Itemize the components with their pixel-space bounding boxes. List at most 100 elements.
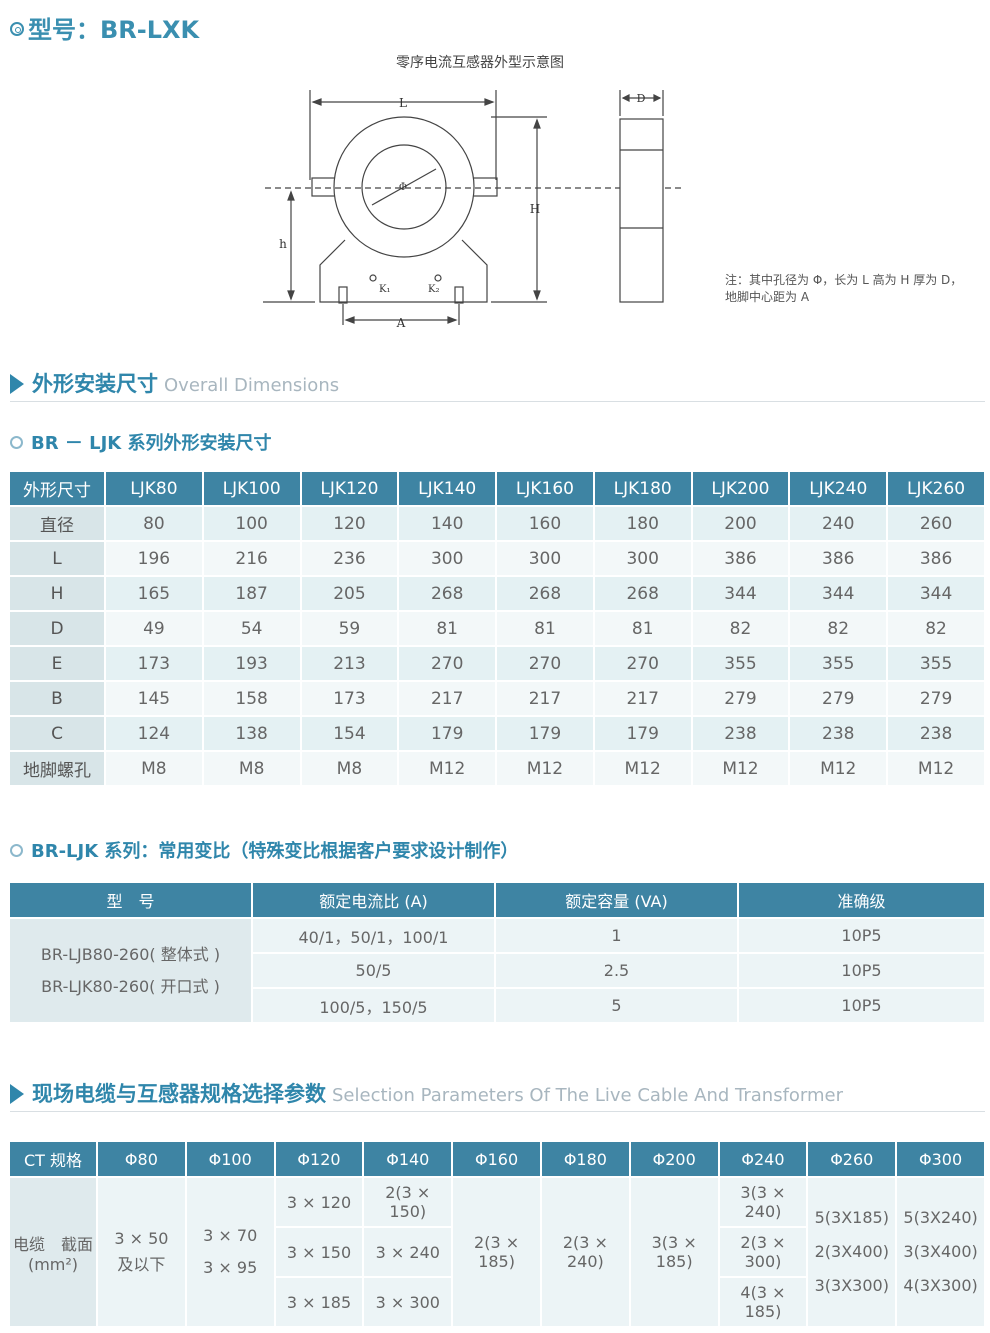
sub-heading-text: BR-LJK 系列：常用变比（特殊变比根据客户要求设计制作）: [31, 841, 519, 862]
base-plate: [319, 239, 488, 303]
table-cell: 80: [106, 507, 202, 540]
header-cell: Φ260: [808, 1142, 896, 1176]
model-name: BR-LJB80-260( 整体式 ): [40, 944, 221, 964]
section-title-cn: 外形安装尺寸: [32, 372, 158, 396]
table-cell: 2(3 × 300): [719, 1228, 807, 1276]
table-cell: 236: [301, 542, 398, 575]
row-header-cell: E: [10, 647, 104, 680]
circle-bullet-icon: [10, 436, 23, 449]
table-cell: 10P5: [739, 954, 984, 987]
row-header-cell: H: [10, 577, 104, 610]
table-cell: 100/5，150/5: [253, 989, 494, 1022]
header-cell: LJK160: [497, 472, 593, 505]
table-cell: 138: [203, 717, 300, 750]
header-cell: CT 规格: [10, 1142, 96, 1176]
row-label: 电缆 截面: [12, 1234, 93, 1254]
row-header-cell: B: [10, 682, 104, 715]
label-H: H: [530, 202, 540, 216]
table-row: 100/5，150/5 5 10P5: [10, 989, 984, 1022]
table-cell: 5(3X185) 2(3X400) 3(3X300): [808, 1178, 896, 1326]
sub-heading-text: BR － LJK 系列外形安装尺寸: [31, 433, 272, 454]
table-cell: 154: [301, 717, 398, 750]
row-header-cell: 电缆 截面 (mm²): [10, 1178, 96, 1326]
row-header-cell: D: [10, 612, 104, 645]
row-header-cell: C: [10, 717, 104, 750]
table-cell: 300: [497, 542, 593, 575]
row-header-cell: 地脚螺孔: [10, 752, 104, 785]
circle-bullet-icon: [10, 844, 23, 857]
table-cell: 2.5: [496, 954, 737, 987]
cable-table: CT 规格 Φ80 Φ100 Φ120 Φ140 Φ160 Φ180 Φ200 …: [8, 1140, 986, 1328]
table-cell: 344: [692, 577, 789, 610]
header-cell: Φ100: [186, 1142, 274, 1176]
header-cell: Φ140: [364, 1142, 452, 1176]
header-cell: Φ180: [541, 1142, 629, 1176]
table-cell: 200: [692, 507, 789, 540]
table-cell: 300: [594, 542, 691, 575]
header-cell: 型 号: [10, 883, 251, 917]
table-cell: 10P5: [739, 989, 984, 1022]
table-cell: 355: [692, 647, 789, 680]
label-D: D: [637, 92, 646, 105]
table-cell: 268: [594, 577, 691, 610]
table-cell: 238: [888, 717, 984, 750]
sub-heading-dims: BR － LJK 系列外形安装尺寸: [10, 429, 272, 455]
table-cell: 268: [399, 577, 496, 610]
header-cell: Φ240: [719, 1142, 807, 1176]
table-row: 3 × 185 3 × 300 4(3 × 185): [10, 1278, 984, 1326]
table-cell: 217: [594, 682, 691, 715]
table-cell: 179: [497, 717, 593, 750]
label-phi: Φ: [399, 182, 407, 193]
table-cell: 5: [496, 989, 737, 1022]
diagram-title: 零序电流互感器外型示意图: [396, 55, 564, 71]
table-header-row: CT 规格 Φ80 Φ100 Φ120 Φ140 Φ160 Φ180 Φ200 …: [10, 1142, 984, 1176]
divider: [10, 1111, 985, 1112]
table-cell: 355: [888, 647, 984, 680]
row-label: (mm²): [27, 1254, 79, 1274]
header-cell: LJK260: [888, 472, 984, 505]
table-cell: 344: [790, 577, 887, 610]
cell-line: 2(3X400): [814, 1242, 889, 1261]
table-cell: 205: [301, 577, 398, 610]
table-cell: 270: [594, 647, 691, 680]
sub-heading-ratio: BR-LJK 系列：常用变比（特殊变比根据客户要求设计制作）: [10, 837, 518, 863]
transformer-diagram: L Φ K₁ K₂ A h H D: [263, 90, 685, 330]
table-cell: 217: [399, 682, 496, 715]
table-cell: 238: [790, 717, 887, 750]
table-row: 3 × 150 3 × 240 2(3 × 300): [10, 1228, 984, 1276]
header-cell: 额定容量 (VA): [496, 883, 737, 917]
table-cell: 50/5: [253, 954, 494, 987]
cell-line: 5(3X240): [903, 1208, 978, 1227]
model-name: BR-LJK80-260( 开口式 ): [41, 976, 220, 996]
table-cell: M12: [399, 752, 496, 785]
table-cell: 3(3 × 240): [719, 1178, 807, 1226]
table-cell: M12: [888, 752, 984, 785]
table-cell: 386: [888, 542, 984, 575]
table-cell: 270: [399, 647, 496, 680]
table-cell: 82: [692, 612, 789, 645]
cell-line: 3 × 70: [203, 1226, 258, 1245]
table-cell: 160: [497, 507, 593, 540]
table-cell: 238: [692, 717, 789, 750]
table-cell: 344: [888, 577, 984, 610]
bolt-left: [338, 286, 348, 304]
table-cell: 3(3 × 185): [630, 1178, 718, 1326]
section-title-en: Selection Parameters Of The Live Cable A…: [332, 1085, 844, 1106]
table-cell: 81: [399, 612, 496, 645]
note-line: 注：其中孔径为 Φ，长为 L 高为 H 厚为 D，: [725, 273, 963, 287]
arrow-icon: [344, 316, 458, 324]
table-cell: 158: [203, 682, 300, 715]
header-cell: 额定电流比 (A): [253, 883, 494, 917]
table-cell: 10P5: [739, 919, 984, 952]
header-cell: 外形尺寸: [10, 472, 104, 505]
table-row: BR-LJB80-260( 整体式 ) BR-LJK80-260( 开口式 ) …: [10, 919, 984, 1022]
table-cell: 279: [692, 682, 789, 715]
table-cell: 268: [497, 577, 593, 610]
cell-line: 5(3X185): [814, 1208, 889, 1227]
table-cell: M12: [497, 752, 593, 785]
cell-line: 3 × 50: [114, 1229, 169, 1248]
table-cell: 240: [790, 507, 887, 540]
table-cell: 260: [888, 507, 984, 540]
